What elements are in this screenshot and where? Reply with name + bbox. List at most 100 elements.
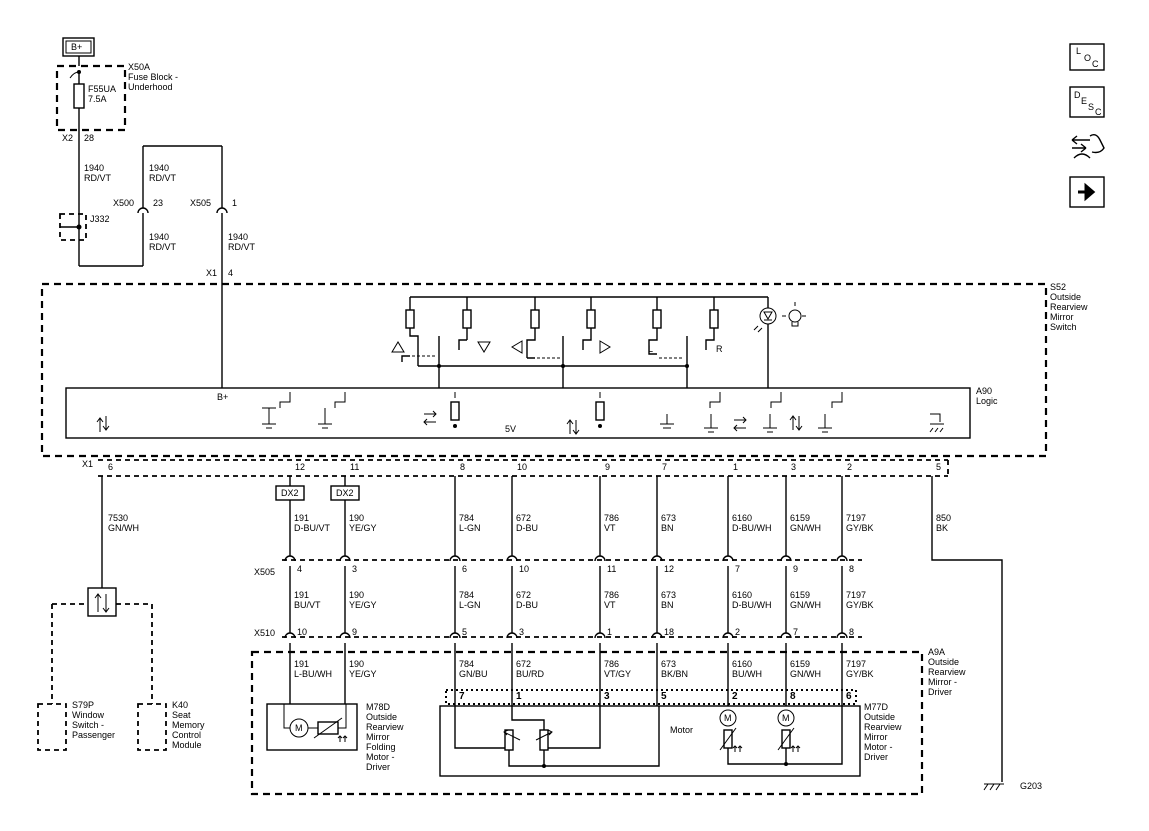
wire-color: D-BU/WH — [732, 600, 772, 610]
x510-pin: 10 — [297, 627, 307, 637]
svg-text:1940: 1940 — [149, 163, 169, 173]
svg-text:L: L — [1076, 46, 1081, 56]
wire-number: 672 — [516, 513, 531, 523]
wire-number: 672 — [516, 590, 531, 600]
svg-text:A9A: A9A — [928, 647, 945, 657]
svg-text:BK: BK — [936, 523, 948, 533]
circuit-fold-a — [275, 476, 305, 704]
wire-color: VT/GY — [604, 669, 631, 679]
svg-text:4: 4 — [228, 268, 233, 278]
svg-text:7530: 7530 — [108, 513, 128, 523]
x510-terminal — [594, 632, 606, 639]
connector-tool-icon[interactable] — [1071, 133, 1105, 159]
x1-pin: 1 — [733, 462, 738, 472]
wire-number: 6160 — [732, 590, 752, 600]
logic-a90 — [65, 387, 971, 439]
wire-color: L-BU/WH — [294, 669, 332, 679]
wire-color: VT — [604, 600, 616, 610]
motor-pin: 7 — [459, 691, 465, 702]
svg-text:Rearview: Rearview — [928, 667, 966, 677]
mirror-motor-m77d: Motor M77D Outside Rearview Mirror Motor… — [439, 689, 902, 777]
svg-text:X1: X1 — [82, 459, 93, 469]
wire-color: L-GN — [459, 523, 481, 533]
x1-pin: 7 — [662, 462, 667, 472]
svg-text:1: 1 — [232, 198, 237, 208]
x505-terminal — [449, 555, 461, 562]
svg-text:850: 850 — [936, 513, 951, 523]
circuit-fold-b — [330, 476, 360, 704]
svg-text:Driver: Driver — [928, 687, 952, 697]
wire-number: 190 — [349, 659, 364, 669]
svg-text:23: 23 — [153, 198, 163, 208]
svg-text:Switch: Switch — [1050, 322, 1077, 332]
svg-text:X50A: X50A — [128, 62, 150, 72]
svg-text:Fuse Block -: Fuse Block - — [128, 72, 178, 82]
dx-label: DX2 — [281, 488, 299, 498]
svg-text:1940: 1940 — [228, 232, 248, 242]
wire-color: BU/RD — [516, 669, 545, 679]
svg-text:Mirror: Mirror — [864, 732, 888, 742]
data-line: 7530 GN/WH — [51, 476, 153, 704]
svg-text:C: C — [1092, 59, 1099, 69]
motor-pin: 2 — [732, 691, 738, 702]
svg-text:B+: B+ — [217, 392, 228, 402]
wire-color: VT — [604, 523, 616, 533]
wire-number: 7197 — [846, 590, 866, 600]
wire-number: 672 — [516, 659, 531, 669]
svg-text:Driver: Driver — [366, 762, 390, 772]
svg-text:Control: Control — [172, 730, 201, 740]
svg-text:GN/WH: GN/WH — [108, 523, 139, 533]
next-arrow-icon[interactable] — [1069, 176, 1105, 208]
wire-number: 786 — [604, 590, 619, 600]
svg-text:X505: X505 — [190, 198, 211, 208]
x505-pin: 6 — [462, 564, 467, 574]
svg-text:K40: K40 — [172, 700, 188, 710]
svg-text:Module: Module — [172, 740, 202, 750]
motor-pin: 6 — [846, 691, 852, 702]
wire-label: 1940 — [84, 163, 104, 173]
motor-pin: 3 — [604, 691, 610, 702]
fuse-out-connector: X2 — [62, 133, 73, 143]
wire-color: YE/GY — [349, 669, 377, 679]
svg-text:Mirror: Mirror — [366, 732, 390, 742]
fuse-out-pin: 28 — [84, 133, 94, 143]
svg-text:Outside: Outside — [1050, 292, 1081, 302]
svg-text:Passenger: Passenger — [72, 730, 115, 740]
wire-color: L-GN — [459, 600, 481, 610]
svg-text:J332: J332 — [90, 214, 110, 224]
svg-text:7.5A: 7.5A — [88, 94, 107, 104]
wire-number: 6159 — [790, 513, 810, 523]
mirror-a9a — [250, 650, 924, 796]
wire-number: 7197 — [846, 513, 866, 523]
x1-pin: 2 — [847, 462, 852, 472]
wire-color: D-BU/WH — [732, 523, 772, 533]
wire-number: 191 — [294, 590, 309, 600]
x1-pin: 11 — [350, 462, 359, 472]
wire-color-label: RD/VT — [84, 173, 112, 183]
svg-text:1940: 1940 — [149, 232, 169, 242]
desc-icon[interactable]: D E S C — [1069, 86, 1105, 118]
svg-text:F55UA: F55UA — [88, 84, 116, 94]
svg-text:M: M — [295, 723, 303, 733]
wire-number: 673 — [661, 659, 676, 669]
svg-text:Underhood: Underhood — [128, 82, 173, 92]
wire-color: GY/BK — [846, 600, 874, 610]
wire-color: YE/GY — [349, 523, 377, 533]
svg-text:M78D: M78D — [366, 702, 391, 712]
svg-text:D: D — [1074, 90, 1081, 100]
svg-text:Rearview: Rearview — [1050, 302, 1088, 312]
fuse-block: X50A Fuse Block - Underhood F55UA 7.5A — [55, 62, 178, 132]
loc-icon[interactable]: L O C — [1069, 43, 1105, 71]
splice-j332: J332 — [59, 213, 110, 241]
wire-color: GN/WH — [790, 669, 821, 679]
svg-text:Motor -: Motor - — [366, 752, 395, 762]
svg-text:S79P: S79P — [72, 700, 94, 710]
wire-number: 6160 — [732, 513, 752, 523]
wire-number: 190 — [349, 513, 364, 523]
svg-text:B+: B+ — [71, 42, 82, 52]
motor-pin: 1 — [516, 691, 522, 702]
circuit-sig-786 — [594, 476, 606, 706]
indicator-led-icon — [753, 302, 806, 388]
bplus-box: B+ — [62, 37, 95, 57]
wire-number: 784 — [459, 513, 474, 523]
